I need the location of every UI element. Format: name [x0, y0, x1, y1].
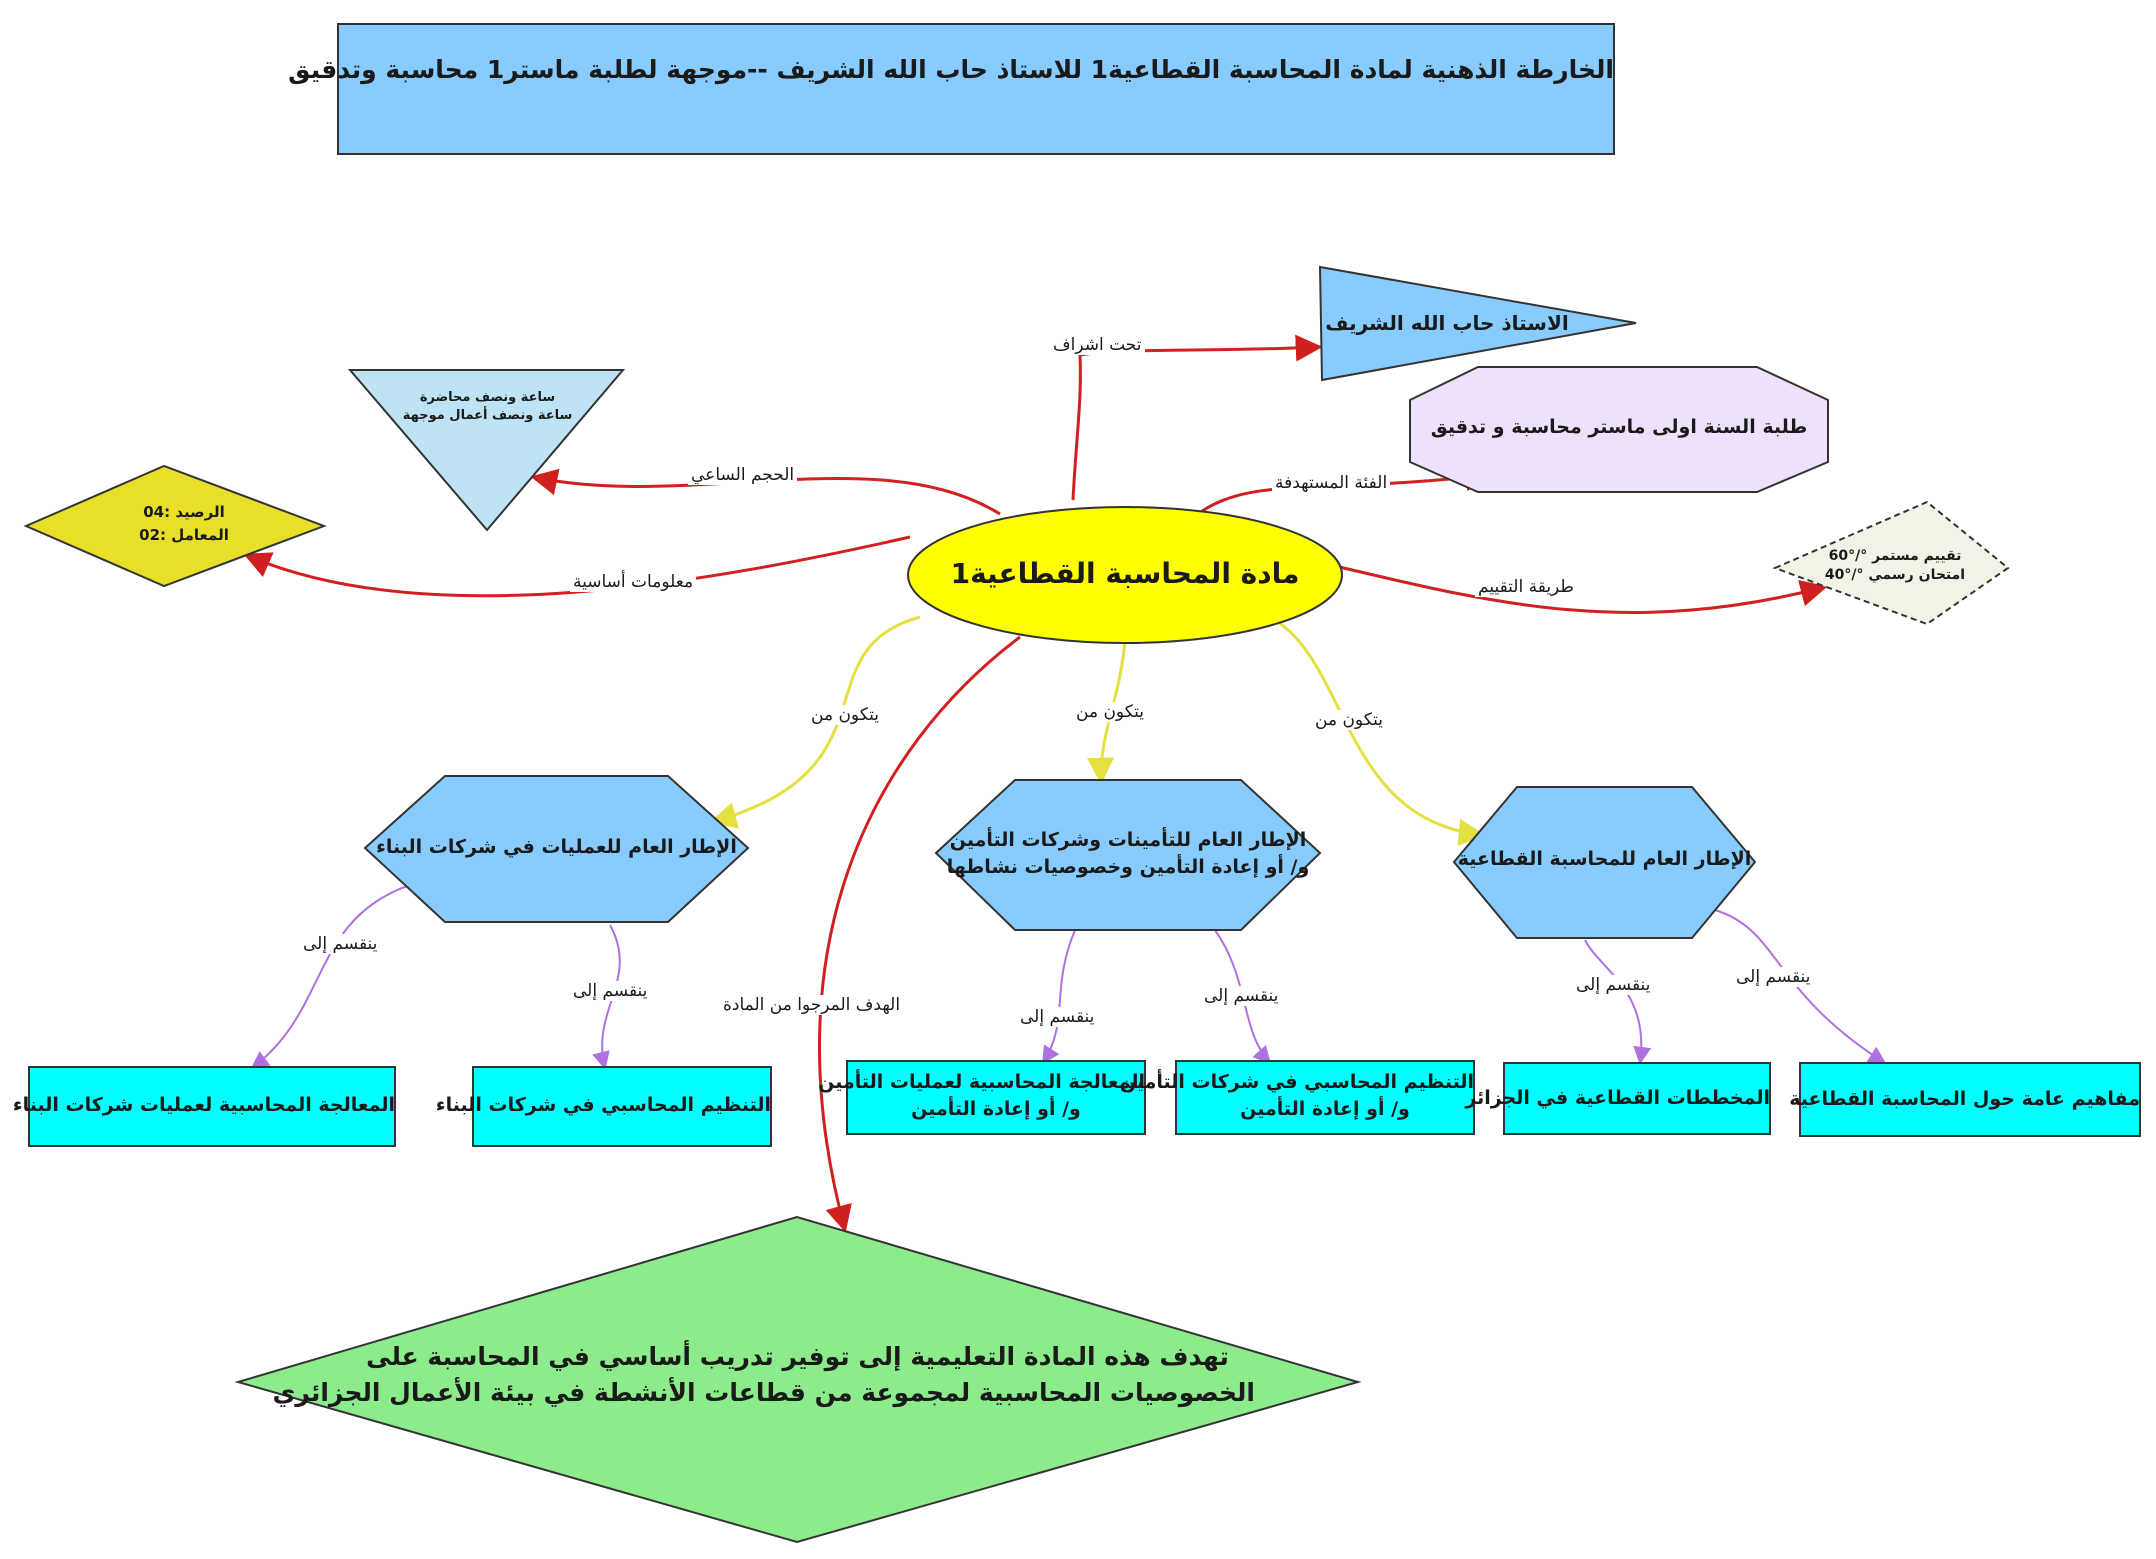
section-construction-hex: [363, 775, 750, 923]
professor-triangle: [1318, 265, 1637, 382]
edge-label-consists-3: يتكون من: [1312, 710, 1386, 730]
section-sectoral-label: الإطار العام للمحاسبة القطاعية: [1457, 848, 1752, 870]
credits-line-2: المعامل :02: [139, 526, 229, 544]
edge-label-divides-4: ينقسم إلى: [1201, 986, 1282, 1006]
leaf-construction-treatment-box: [28, 1066, 396, 1147]
leaf-insurance-treatment-box: [846, 1060, 1146, 1135]
goal-diamond: [234, 1215, 1362, 1544]
evaluation-line-1: تقييم مستمر °/°60: [1828, 548, 1962, 564]
leaf-sectoral-plans: المخططات القطاعية في الجزائر: [1465, 1087, 1770, 1109]
leaf-insurance-org-line-2: و/ أو إعادة التأمين: [1240, 1098, 1410, 1120]
leaf-insurance-org-line-1: التنظيم المحاسبي في شركات التأمين: [1119, 1071, 1474, 1093]
edge-label-audience: الفئة المستهدفة: [1272, 473, 1391, 493]
leaf-insurance-treatment-line-2: و/ أو إعادة التأمين: [911, 1098, 1081, 1120]
section-insurance-line-1: الإطار العام للتأمينات وشركات التأمين: [949, 829, 1307, 851]
section-sectoral-hex: [1452, 786, 1757, 939]
evaluation-line-2: امتحان رسمي °/°40: [1824, 567, 1966, 583]
leaf-construction-org-box: [472, 1066, 772, 1147]
leaf-construction-treatment: المعالجة المحاسبية لعمليات شركات البناء: [12, 1094, 395, 1116]
goal-line-1: تهدف هذه المادة التعليمية إلى توفير تدري…: [366, 1342, 1229, 1371]
leaf-sectoral-plans-box: [1503, 1062, 1771, 1135]
edge-basic-info: [243, 535, 911, 598]
edge-label-consists-2: يتكون من: [1073, 702, 1147, 722]
page-title: الخارطة الذهنية لمادة المحاسبة القطاعية1…: [288, 55, 1614, 84]
edge-label-divides-2: ينقسم إلى: [570, 981, 651, 1001]
hours-line-1: ساعة ونصف محاضرة: [419, 390, 556, 405]
title-box: [337, 23, 1615, 155]
leaf-construction-org: التنظيم المحاسبي في شركات البناء: [435, 1094, 771, 1116]
edge-label-supervision: تحت اشراف: [1050, 335, 1145, 355]
leaf-sectoral-concepts-box: [1799, 1062, 2141, 1137]
edge-label-divides-1: ينقسم إلى: [300, 934, 381, 954]
leaf-sectoral-concepts: مفاهيم عامة حول المحاسبة القطاعية: [1789, 1088, 2140, 1110]
evaluation-diamond: [1772, 500, 2010, 626]
hours-line-2: ساعة ونصف أعمال موجهة: [402, 408, 573, 423]
edge-label-basic-info: معلومات أساسية: [570, 572, 697, 592]
edge-label-goal: الهدف المرجوا من المادة: [720, 995, 904, 1015]
edge-label-hours: الحجم الساعي: [688, 465, 798, 485]
leaf-insurance-org-box: [1175, 1060, 1475, 1135]
leaf-insurance-treatment-line-1: المعالجة المحاسبية لعمليات التأمين: [818, 1071, 1145, 1093]
goal-line-2: الخصوصيات المحاسبية لمجموعة من قطاعات ال…: [272, 1378, 1255, 1407]
center-ellipse: [907, 506, 1343, 644]
edge-goal: [818, 635, 1021, 1233]
edge-label-divides-3: ينقسم إلى: [1017, 1007, 1098, 1027]
edge-evaluation: [1309, 558, 1828, 614]
edge-div-sectoral-concepts: [1714, 909, 1887, 1064]
edge-consists-sectoral: [1269, 615, 1486, 846]
credits-diamond: [23, 464, 327, 588]
center-label: مادة المحاسبة القطاعية1: [950, 557, 1300, 590]
audience-label: طلبة السنة اولى ماستر محاسبة و تدقيق: [1430, 416, 1808, 438]
hours-triangle: [347, 369, 626, 532]
edge-label-evaluation: طريقة التقييم: [1475, 577, 1577, 597]
audience-octagon: [1409, 366, 1829, 493]
edge-div-construction-treatment: [250, 884, 411, 1070]
edge-label-divides-6: ينقسم إلى: [1733, 967, 1814, 987]
section-insurance-hex: [934, 779, 1322, 931]
edge-label-consists-1: يتكون من: [808, 705, 882, 725]
section-construction-label: الإطار العام للعمليات في شركات البناء: [376, 836, 737, 858]
credits-line-1: الرصيد :04: [143, 503, 225, 521]
edge-label-divides-5: ينقسم إلى: [1573, 975, 1654, 995]
edge-div-sectoral-plans: [1584, 939, 1652, 1065]
professor-label: الاستاذ حاب الله الشريف: [1325, 311, 1569, 335]
edge-div-insurance-treatment: [1042, 929, 1076, 1065]
section-insurance-line-2: و/ أو إعادة التأمين وخصوصيات نشاطها: [946, 856, 1310, 878]
